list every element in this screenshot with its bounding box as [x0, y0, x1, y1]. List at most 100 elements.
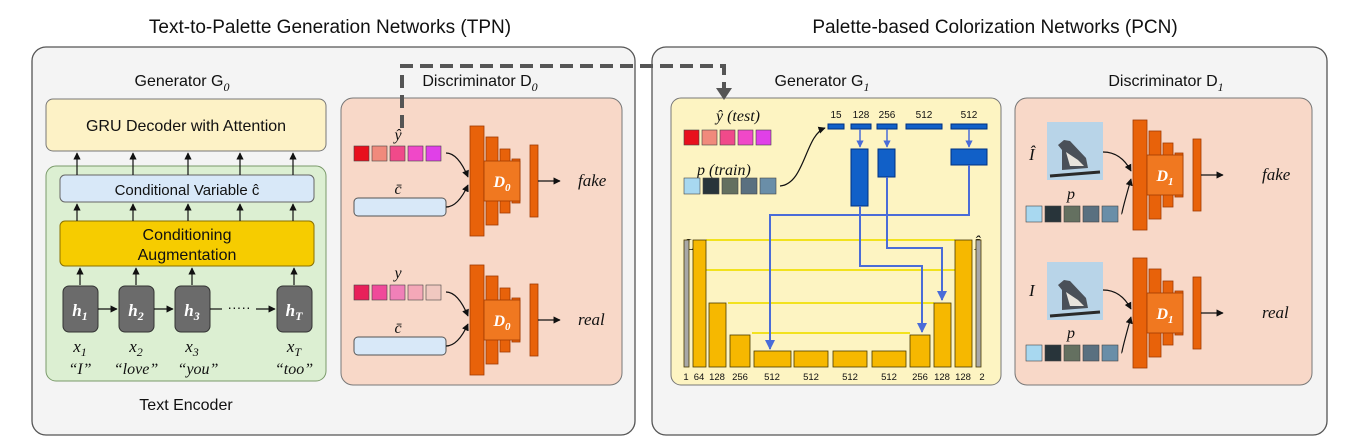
- d1-top-bird-image: [1047, 122, 1103, 180]
- unet-layer-12: [975, 239, 982, 368]
- input-x1: x1: [72, 337, 87, 359]
- d0-top-cond-box: [353, 197, 447, 217]
- d0-bottom-network: D0: [445, 264, 561, 376]
- d0-top-palette-label: ŷ: [392, 127, 402, 144]
- d1-bottom-palette-swatch-1: [1025, 344, 1043, 362]
- encoder-arrows: [73, 152, 298, 285]
- unet-layer-10: [933, 302, 952, 368]
- tpn-title: Text-to-Palette Generation Networks (TPN…: [149, 17, 511, 38]
- d1-top-output-layer: [1192, 138, 1202, 212]
- unet-layer-9: [909, 334, 931, 368]
- unet-channel-11: 128: [955, 372, 971, 383]
- g1-train-palette: [683, 177, 777, 195]
- test-palette-swatch-1: [683, 129, 700, 146]
- unet-channel-12: 2: [979, 372, 984, 383]
- test-palette-swatch-3: [719, 129, 736, 146]
- enc-ch-3: 512: [916, 110, 933, 121]
- palette-transfer-arrowhead: [716, 88, 732, 100]
- fake-palette-swatch-1: [353, 145, 370, 162]
- d1-top-p-label: p: [1066, 186, 1075, 203]
- d0-real-palette: [353, 284, 442, 301]
- d1-top-network: D1: [1102, 119, 1224, 231]
- d1-top-palette-swatch-2: [1044, 205, 1062, 223]
- enc-feature-256: [877, 148, 896, 178]
- skip-connections: [706, 239, 955, 334]
- text-encoder-box: [45, 165, 327, 382]
- enc-block-512b: [950, 123, 988, 130]
- unet-layer-4: [729, 334, 751, 368]
- real-palette-swatch-4: [407, 284, 424, 301]
- train-palette-swatch-3: [721, 177, 739, 195]
- tpn-generator-label: Generator G0: [135, 73, 230, 94]
- hidden-node-hT-label: hT: [286, 301, 303, 323]
- d0-top-output: fake: [578, 171, 607, 190]
- d1-top-palette-swatch-5: [1101, 205, 1119, 223]
- unet-layer-11: [954, 239, 973, 368]
- input-xT: xT: [286, 337, 303, 359]
- d1-bottom-p-label: p: [1066, 325, 1075, 342]
- d1-bottom-network: D1: [1102, 257, 1224, 369]
- test-palette-swatch-4: [737, 129, 754, 146]
- enc-ch-0: 15: [830, 110, 842, 121]
- real-palette-swatch-3: [389, 284, 406, 301]
- d1-top-in-arrow-2: [1121, 178, 1133, 215]
- unet-layer-5: [753, 350, 792, 368]
- unet-channel-1: 1: [683, 372, 688, 383]
- palette-encoder: [827, 123, 988, 130]
- enc-block-15: [827, 123, 845, 130]
- d0-bottom-output-layer: [529, 283, 539, 357]
- pcn-generator-label: Generator G1: [775, 73, 870, 94]
- d1-top-core-label: D1: [1155, 168, 1173, 188]
- d1-bottom-image-label: I: [1028, 281, 1036, 300]
- unet-layer-8: [871, 350, 907, 368]
- d1-top-palette-swatch-3: [1063, 205, 1081, 223]
- g1-yhat-label: ŷ (test): [714, 108, 760, 125]
- d0-bottom-palette-label: y: [392, 265, 402, 282]
- unet-layer-6: [793, 350, 829, 368]
- d1-top-image-label: Î: [1028, 145, 1036, 164]
- d1-bottom-palette-swatch-4: [1082, 344, 1100, 362]
- d0-top-in-arrow-1: [445, 152, 469, 178]
- palette-transfer-link: [400, 64, 726, 128]
- unet-layers: [683, 239, 982, 368]
- generator-g1-panel: [670, 97, 1002, 386]
- d0-top-in-arrow-2: [445, 184, 469, 208]
- input-word-1: “I”: [68, 361, 91, 378]
- unet-layer-3: [708, 302, 727, 368]
- input-word-3: “you”: [178, 361, 219, 378]
- g1-p-label: p (train): [696, 162, 751, 179]
- palette-to-encoder-arrow: [779, 126, 826, 187]
- train-palette-swatch-2: [702, 177, 720, 195]
- d0-top-layer-1: [469, 125, 485, 237]
- discriminator-d1-label: Discriminator D1: [1108, 73, 1223, 94]
- train-palette-swatch-4: [740, 177, 758, 195]
- d0-bottom-cond-label: c̄: [394, 320, 401, 337]
- unet-channel-4: 256: [732, 372, 748, 383]
- d1-top-core: [1146, 154, 1184, 196]
- discriminator-d0-panel: [340, 97, 623, 386]
- unet-layer-2: [692, 239, 707, 368]
- d1-bottom-bird-image: [1047, 262, 1103, 320]
- d0-top-core: [483, 160, 521, 202]
- d1-top-in-arrow-1: [1102, 151, 1132, 172]
- d0-bottom-cond-box: [353, 336, 447, 356]
- hidden-state-nodes: h1 h2 h3 hT: [62, 285, 313, 333]
- encoder-down-arrows: [856, 129, 973, 148]
- enc-block-256: [876, 123, 898, 130]
- real-palette-swatch-5: [425, 284, 442, 301]
- d0-bottom-in-arrow-1: [445, 291, 469, 317]
- hidden-node-h3-label: h3: [184, 301, 199, 323]
- gru-decoder-label: GRU Decoder with Attention: [86, 118, 286, 135]
- d1-bottom-palette-swatch-5: [1101, 344, 1119, 362]
- enc-block-128: [850, 123, 872, 130]
- train-palette-swatch-5: [759, 177, 777, 195]
- d1-bottom-palette: [1025, 344, 1119, 362]
- unet-channel-5: 512: [764, 372, 780, 383]
- unet-channel-9: 256: [912, 372, 928, 383]
- unet-layer-7: [832, 350, 868, 368]
- d1-top-output: fake: [1262, 165, 1291, 184]
- unet-layer-1: [683, 239, 690, 368]
- encoder-channel-labels: 15 128 256 512 512: [830, 110, 977, 121]
